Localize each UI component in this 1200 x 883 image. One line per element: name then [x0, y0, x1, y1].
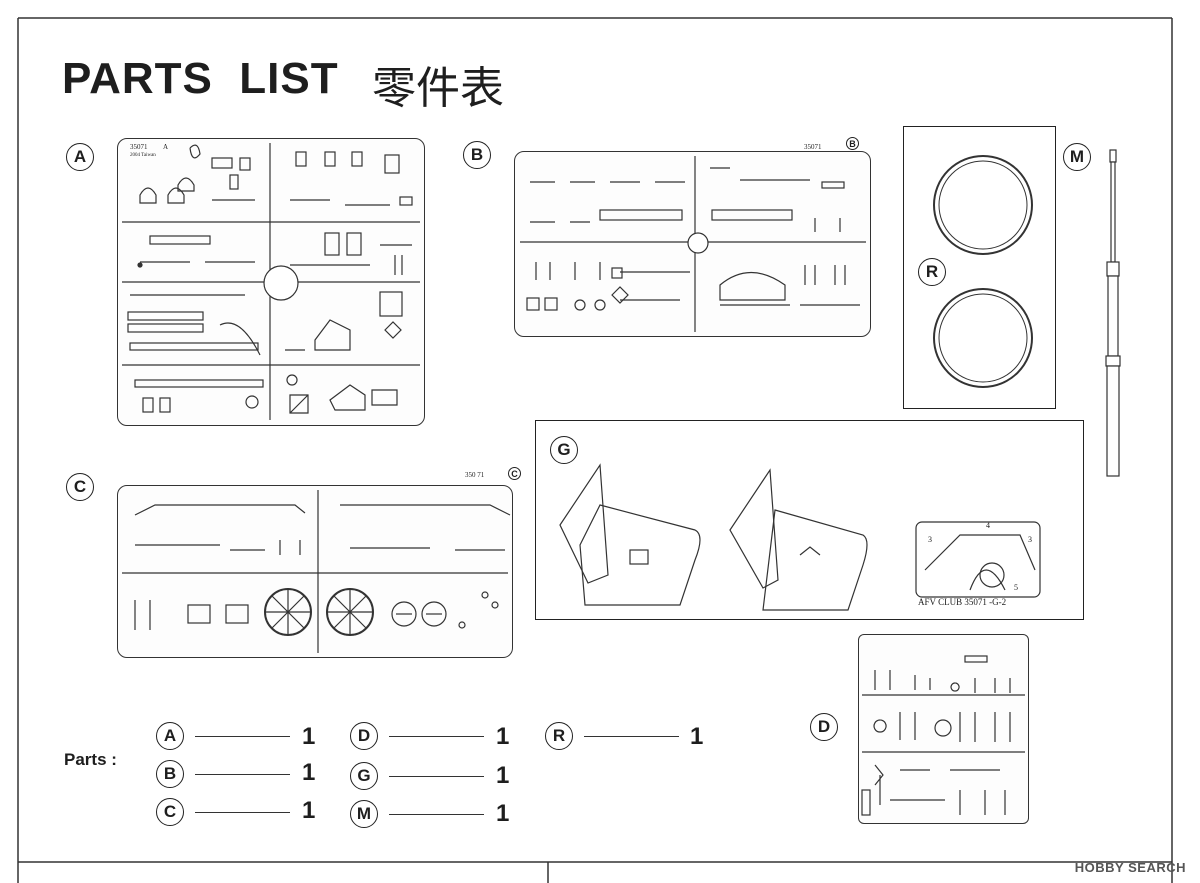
- parts-count-c-letter: C: [156, 798, 184, 826]
- parts-count-g-letter: G: [350, 762, 378, 790]
- sprue-a-stamp: 35071: [130, 143, 148, 151]
- sprue-d-label: D: [810, 713, 838, 741]
- parts-count-g-line: [389, 776, 484, 777]
- page-title-chinese: 零件表: [372, 63, 504, 114]
- parts-count-r-line: [584, 736, 679, 737]
- parts-count-b-line: [195, 774, 290, 775]
- sprue-a-stamp-letter: A: [163, 143, 169, 151]
- parts-count-g-qty: 1: [496, 762, 510, 789]
- parts-count-d-letter: D: [350, 722, 378, 750]
- parts-count-r-letter: R: [545, 722, 573, 750]
- watermark-text: HOBBY SEARCH: [1074, 860, 1186, 875]
- parts-count-b-letter: B: [156, 760, 184, 788]
- sprue-a-label: A: [66, 143, 94, 171]
- sprue-g-num-4: 4: [986, 521, 990, 530]
- sprue-g-label: G: [550, 436, 578, 464]
- parts-count-c-line: [195, 812, 290, 813]
- sprue-g-num-5: 5: [1014, 583, 1018, 592]
- parts-count-c-qty: 1: [302, 797, 316, 824]
- parts-count-a-line: [195, 736, 290, 737]
- sprue-b-label: B: [463, 141, 491, 169]
- sprue-r-label: R: [918, 258, 946, 286]
- sprue-m-label: M: [1063, 143, 1091, 171]
- sprue-b-stamp-letter: B: [846, 137, 859, 150]
- parts-label: Parts :: [64, 750, 117, 769]
- parts-count-a-qty: 1: [302, 723, 316, 750]
- parts-count-r-qty: 1: [690, 723, 704, 750]
- parts-count-m-line: [389, 814, 484, 815]
- parts-count-a-letter: A: [156, 722, 184, 750]
- sprue-c-stamp: 350 71: [465, 471, 485, 479]
- page-title: PARTS LIST: [62, 54, 339, 103]
- sprue-r-frame: [903, 126, 1056, 409]
- sprue-g-stamp: AFV CLUB 35071 -G-2: [918, 597, 1007, 607]
- sprue-c-label: C: [66, 473, 94, 501]
- sprue-g-frame: [535, 420, 1084, 620]
- parts-count-d-line: [389, 736, 484, 737]
- sprue-c: [117, 485, 513, 658]
- parts-count-m-qty: 1: [496, 800, 510, 827]
- sprue-c-stamp-letter: C: [508, 467, 521, 480]
- sprue-a-stamp-origin: 2004 Taiwan: [130, 153, 156, 158]
- sprue-d: [858, 634, 1029, 824]
- sprue-g-num-3a: 3: [928, 535, 932, 544]
- sprue-b-stamp: 35071: [804, 143, 822, 151]
- parts-count-m-letter: M: [350, 800, 378, 828]
- parts-count-d-qty: 1: [496, 723, 510, 750]
- sprue-g-num-3b: 3: [1028, 535, 1032, 544]
- parts-count-b-qty: 1: [302, 759, 316, 786]
